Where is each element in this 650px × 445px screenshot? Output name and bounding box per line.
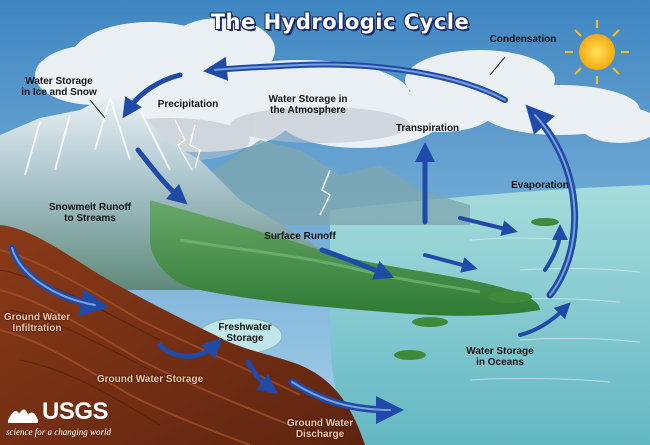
diagram-title: The Hydrologic Cycle bbox=[210, 10, 470, 34]
ice-snow-leader-line bbox=[89, 99, 106, 119]
label-ground-water-storage: Ground Water Storage bbox=[96, 374, 204, 385]
label-snowmelt-runoff: Snowmelt Runoff to Streams bbox=[48, 202, 132, 224]
label-precipitation: Precipitation bbox=[157, 99, 219, 110]
usgs-wave-mark-icon bbox=[8, 409, 38, 423]
cycle-arrows bbox=[8, 56, 579, 424]
lightning-bolts bbox=[174, 119, 331, 216]
label-freshwater-storage: Freshwater Storage bbox=[218, 322, 272, 344]
label-water-storage-ice-snow: Water Storage in Ice and Snow bbox=[21, 76, 97, 98]
label-water-storage-atmosphere: Water Storage in the Atmosphere bbox=[268, 94, 348, 116]
label-ground-water-infiltration: Ground Water Infiltration bbox=[3, 312, 71, 334]
usgs-logo: USGS science for a changing world bbox=[6, 398, 126, 442]
usgs-tagline: science for a changing world bbox=[6, 427, 111, 437]
label-evaporation: Evaporation bbox=[511, 180, 569, 191]
condensation-leader-line bbox=[489, 56, 506, 76]
label-transpiration: Transpiration bbox=[395, 123, 460, 134]
distant-mountains bbox=[200, 140, 470, 225]
label-condensation: Condensation bbox=[489, 34, 557, 45]
label-surface-runoff: Surface Runoff bbox=[264, 231, 336, 242]
sun-icon bbox=[565, 20, 629, 84]
label-ground-water-discharge: Ground Water Discharge bbox=[286, 418, 354, 440]
usgs-wordmark: USGS bbox=[42, 398, 109, 425]
label-water-storage-oceans: Water Storage in Oceans bbox=[466, 346, 534, 368]
